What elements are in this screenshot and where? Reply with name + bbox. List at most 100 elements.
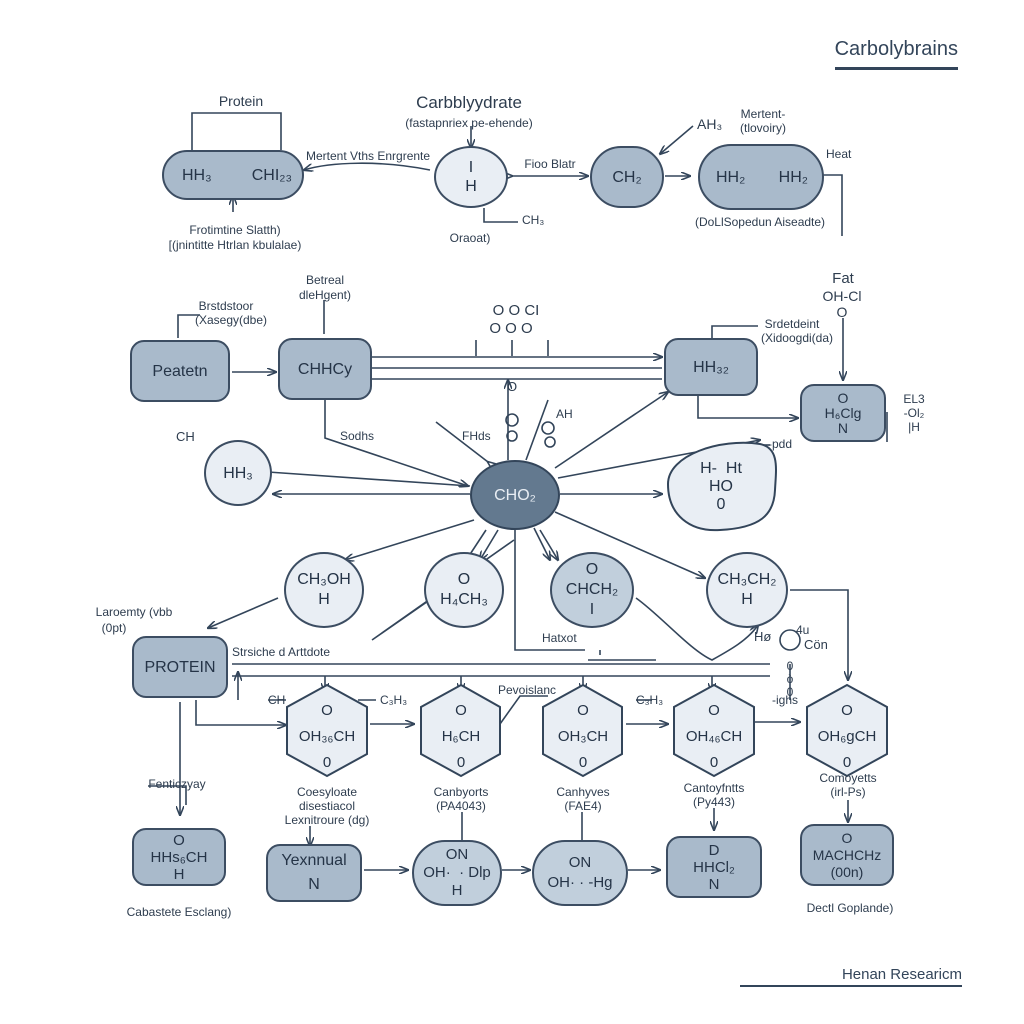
hex5-caption-1: Comoyetts [819,771,877,785]
blob-node: H- Ht HO 0 [700,460,742,513]
mertent-label: Mertent Vths Enrgrente [306,149,431,163]
hex2-top-label: C₃H₃ [380,693,408,707]
peatern-node: Peatetn [130,340,230,402]
fat-pair-note-1: Mertent- [740,107,786,121]
sodhs-label: Sodhs [340,429,375,443]
line-protein-hex1 [195,700,286,725]
bottom-b1-top-label: Fenticzyay [148,777,206,791]
hex3-caption-2: (FAE4) [564,799,602,813]
bottom-b1-node: O HHs₆CH H [132,828,226,886]
fiso-label: Fioo Blatr [524,157,576,171]
fat-right-note: EL3 -Ol₂ |H [903,392,925,434]
ray-upleft [435,421,488,462]
hexagon-5 [806,683,888,778]
protein-caption-1: Frotimtine Slatth) [189,223,281,237]
peatern-note-1: Brstdstoor [198,299,254,313]
hex5-formula: O OH₆gCH 0 [817,702,877,771]
small-ring-icon [779,629,801,651]
small-molecule-icon-4 [544,436,556,448]
hex3-caption-1: Canhyves [556,785,610,799]
small-molecule-icon-2 [541,421,555,435]
hh3-left-node: HH₃ [204,440,272,506]
protein-node: HH₃ CHI₂₃ [162,150,304,200]
ray-down-d [539,529,558,560]
protein-heading: Protein [218,93,264,109]
hex2-caption-2: (PA4043) [436,799,486,813]
protein-caption-2: [(jnintitte Htrlan kbulalae) [168,238,302,252]
hexagon-3 [542,683,623,778]
ray-down-mid [514,530,585,651]
ray-sodhs [324,400,468,486]
hex1-caption-1: Coesyloate [296,785,358,799]
ray-down-e [533,527,550,560]
small-ring-num-label: 4u [796,623,810,637]
hexagon-2 [420,683,501,778]
bottom-b6-caption: Dectl Goplande) [806,901,894,915]
small-molecule-icon-1 [505,413,519,427]
line-ooo [475,340,549,356]
carbohydrate-node: I H [434,146,508,208]
protein-mid-note-2: (0pt) [101,621,127,635]
chhcy-note-1: Betreal [305,273,345,287]
arrow-top-leftright [304,162,431,170]
fat-pair-caption: (DoLlSopedun Aiseadte) [694,215,826,229]
ray-hatxot [588,650,656,661]
fat-node: O H₆Clg N [800,384,886,442]
hex4-caption-1: Cantoyfntts [683,781,745,795]
ray-down-a [345,519,475,560]
ray-hh3-b [267,471,471,487]
arrow-ah3 [660,125,694,154]
bottom-b5-node: D HHCl₂ N [666,836,762,898]
fat-formula: OH-Cl [822,288,862,304]
line-fenti [148,785,187,805]
hex1-formula: O OH₃₆CH 0 [298,702,356,771]
hexagon-1 [286,683,368,778]
line-d-to-hex5 [790,589,848,680]
hexagon-4 [673,683,755,778]
heat-label: Heat [826,147,852,161]
chhcy-node: CHHCy [278,338,372,400]
protein-mid-note-1: Laroemty (vbb [95,605,173,619]
fat-label: Fat [832,270,854,287]
ray-up2 [525,399,549,461]
hex4-caption-2: (Py443) [692,795,736,809]
bottom-b4-node: ON OH· · -Hg [532,840,628,906]
hh3-left-ch-label: CH [176,429,195,444]
small-ring-cdn-label: Cön [804,637,828,652]
carbohydrate-caption: Oraoat) [449,231,491,245]
fat-pair-node: HH₂ HH₂ [698,144,824,210]
hatxot-label: Hatxot [542,631,577,645]
chhcy-note-2: dleHgent) [298,288,352,302]
arrow-hex2-3 [499,695,548,725]
hh-mid-note-2: (Xidoogdi(da) [760,331,834,345]
protein-mid-node: PROTEIN [132,636,228,698]
bottom-b2-node: Yexnnual N [266,844,362,902]
blob-pdb-label: -pdd [767,437,793,451]
fat-pair-right-formula: HH₂ [778,168,808,186]
circle-b-node: O H₄CH₃ [424,552,504,628]
hex5-caption-2: (irl-Ps) [830,785,866,799]
hex2-formula: O H₆CH 0 [441,702,481,771]
bottom-b6-node: O MACHCHz (00n) [800,824,894,886]
page-title: Carbolybrains [834,38,958,70]
fat-pair-left-formula: HH₂ [716,168,746,186]
small-molecule-icon-3 [506,430,518,442]
circle-a-node: CH₃OH H [284,552,364,628]
carbohydrate-ch-label: CH₃ [522,213,545,227]
footer-rule [740,985,962,987]
hex2-caption-1: Canbyorts [433,785,489,799]
circle-c-node: O CHCH₂ I [550,552,634,628]
ch2-node: CH₂ [590,146,664,208]
fat-pair-note-2: (tlovoiry) [739,121,786,135]
ah-label: AH [556,407,573,421]
circle-d-node: CH₃CH₂ H [706,552,788,628]
bottom-b3-node: ON OH· · Dlp H [412,840,502,906]
small-ring-stack: 0 ò 0 [786,659,794,699]
oooci-label: O O CI [492,302,540,319]
hex4-top-label: C₃H₃ [636,693,664,707]
small-ring-h-label: Hø [754,629,772,644]
line-brst [177,314,200,338]
ray-upright [554,392,668,469]
fat-o-mark: O [836,304,848,320]
